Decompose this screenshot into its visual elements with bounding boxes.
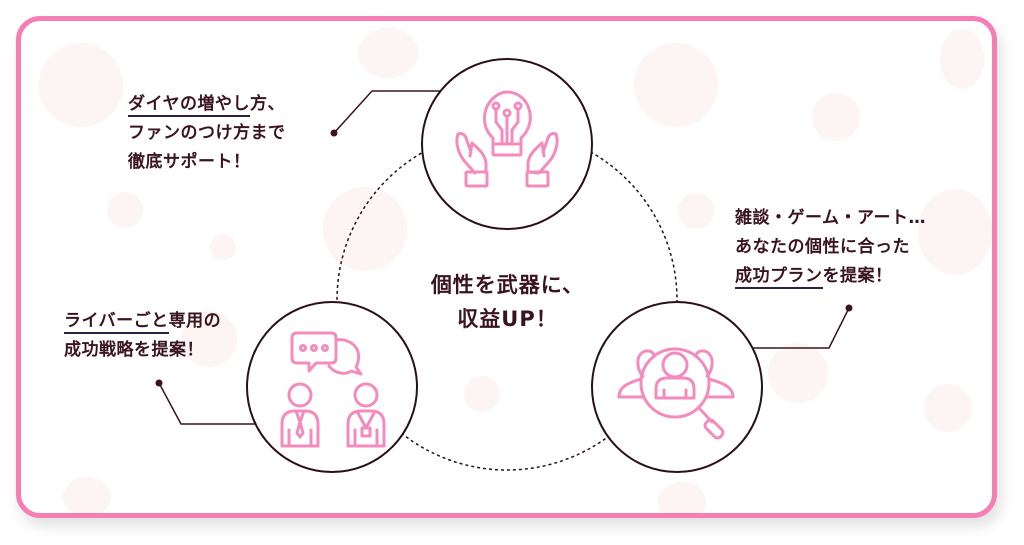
- center-line2: 収益UP！: [457, 307, 558, 331]
- bg-bubble: [464, 376, 500, 412]
- node-right-line3: 成功プランを提案！: [735, 262, 926, 291]
- lightbulb-hands-icon: [455, 90, 559, 188]
- bg-bubble: [918, 189, 992, 275]
- center-headline: 個性を武器に、 収益UP！: [395, 268, 620, 336]
- bg-bubble: [812, 93, 860, 141]
- node-left-line2: 成功戦略を提案！: [64, 340, 204, 360]
- bg-bubble: [63, 477, 111, 513]
- bg-bubble: [634, 43, 718, 127]
- bg-bubble: [107, 192, 143, 228]
- consultation-chat-icon: [280, 331, 386, 448]
- node-right-highlight: 成功プラン: [735, 266, 823, 289]
- connector-left-dot: [155, 379, 163, 387]
- node-text-right: 雑談・ゲーム・アート… あなたの個性に合った 成功プランを提案！: [735, 204, 926, 291]
- node-right-line1: 雑談・ゲーム・アート…: [735, 208, 926, 228]
- connector-right-dot: [845, 304, 853, 312]
- node-top-line1: ダイヤの増やし方、: [128, 90, 286, 119]
- bg-bubble: [323, 187, 407, 271]
- center-line1: 個性を武器に、: [430, 273, 585, 297]
- connector-left: [158, 382, 256, 425]
- node-top-line3: 徹底サポート！: [128, 152, 251, 172]
- node-left-highlight: ライバーごと: [64, 311, 169, 334]
- bg-bubble: [658, 482, 706, 513]
- node-top-line2: ファンのつけ方まで: [128, 123, 286, 143]
- connector-top-dot: [330, 129, 338, 137]
- connector-right: [752, 307, 850, 349]
- bg-bubble: [940, 29, 984, 89]
- bg-bubble: [768, 343, 828, 403]
- node-right-line2: あなたの個性に合った: [735, 237, 910, 257]
- node-circle-left: [246, 301, 418, 473]
- node-top-highlight: ダイヤの増やし: [128, 94, 250, 117]
- people-search-icon: [617, 347, 735, 440]
- node-left-line1: ライバーごと専用の: [64, 307, 221, 336]
- bg-bubble: [358, 28, 418, 78]
- node-text-top: ダイヤの増やし方、 ファンのつけ方まで 徹底サポート！: [128, 90, 286, 177]
- bg-bubble: [924, 384, 972, 432]
- node-text-left: ライバーごと専用の 成功戦略を提案！: [64, 307, 221, 365]
- bg-bubble: [678, 193, 714, 229]
- bg-bubble: [181, 311, 237, 367]
- bg-bubble: [39, 43, 123, 127]
- connector-top: [333, 90, 444, 134]
- bg-bubble: [210, 234, 236, 260]
